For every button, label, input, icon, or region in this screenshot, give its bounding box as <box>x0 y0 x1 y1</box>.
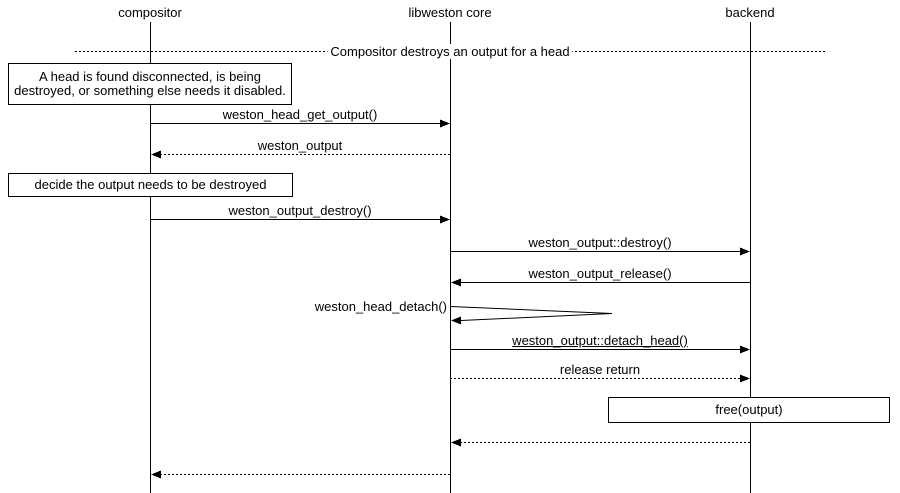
message-arrow-weston-output-release <box>451 278 750 287</box>
message-label-weston-output-detach-head: weston_output::detach_head() <box>512 333 688 348</box>
message-arrow-weston-output-destroy-vfunc <box>450 247 750 256</box>
message-arrow-weston-output-return <box>151 150 450 159</box>
note-head-disconnected: A head is found disconnected, is being d… <box>8 63 292 105</box>
actor-libweston-core: libweston core <box>408 5 492 20</box>
message-arrow-weston-head-get-output <box>150 119 450 128</box>
message-arrow-release-return <box>450 374 750 383</box>
message-label-weston-output-return: weston_output <box>257 138 343 153</box>
message-label-weston-output-destroy: weston_output_destroy() <box>228 203 372 218</box>
note-decide-destroy: decide the output needs to be destroyed <box>8 173 293 197</box>
return-arrow-core-to-compositor <box>151 470 450 479</box>
note-free-output: free(output) <box>608 397 890 423</box>
message-label-weston-head-get-output: weston_head_get_output() <box>222 107 378 122</box>
message-label-weston-output-destroy-vfunc: weston_output::destroy() <box>528 235 672 250</box>
message-label-weston-output-release: weston_output_release() <box>528 266 672 281</box>
actor-compositor: compositor <box>118 5 182 20</box>
return-arrow-backend-to-core <box>451 438 750 447</box>
message-label-release-return: release return <box>559 362 641 377</box>
message-arrow-weston-output-detach-head <box>450 345 750 354</box>
message-label-weston-head-detach: weston_head_detach() <box>314 299 447 314</box>
actor-backend: backend <box>725 5 775 20</box>
divider-title: Compositor destroys an output for a head <box>327 44 573 59</box>
message-arrow-weston-head-detach-self <box>450 306 613 325</box>
message-arrow-weston-output-destroy <box>150 215 450 224</box>
